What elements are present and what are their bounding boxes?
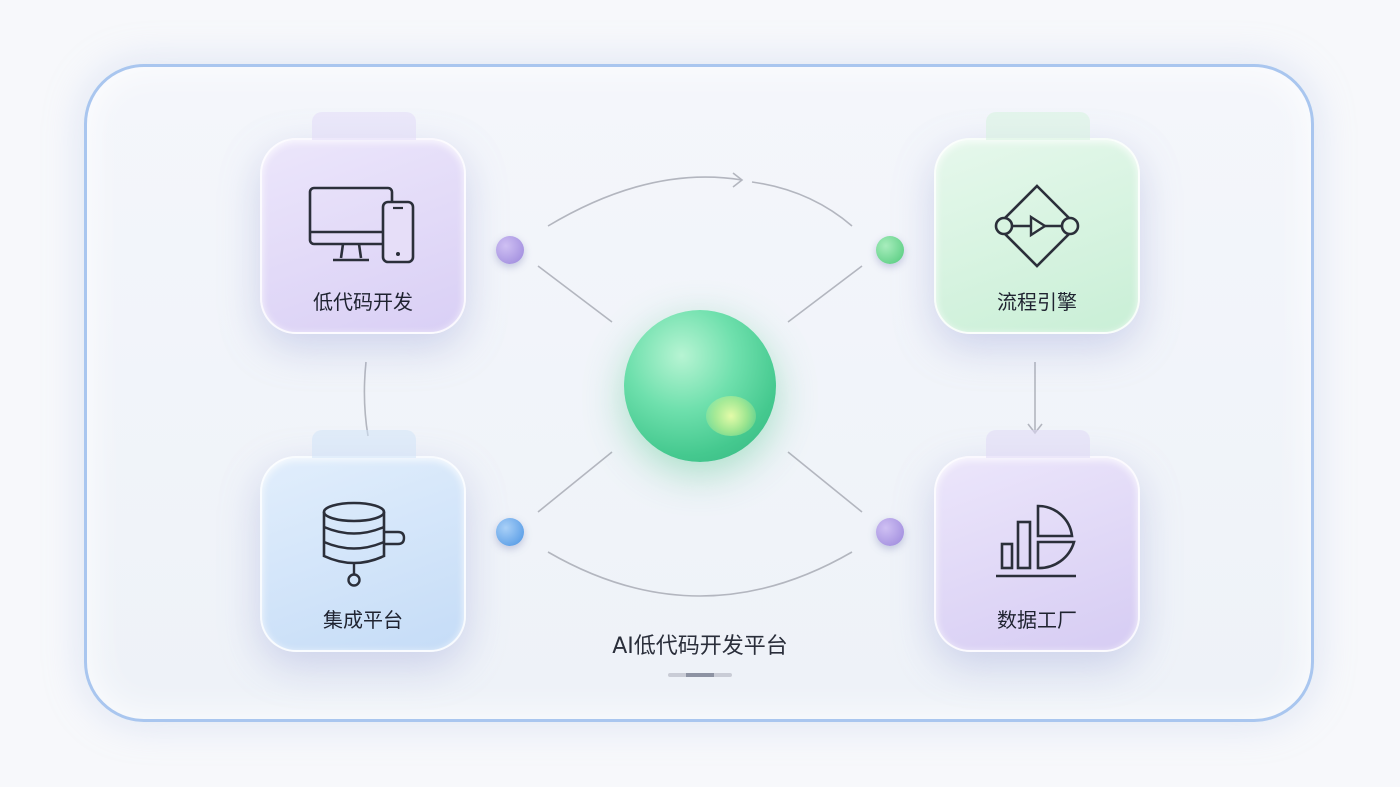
chart-icon xyxy=(994,498,1080,588)
port-dot-data-factory[interactable] xyxy=(876,518,904,546)
port-dot-workflow[interactable] xyxy=(876,236,904,264)
link-topright-orb xyxy=(787,265,863,323)
card-integration[interactable]: 集成平台 xyxy=(260,430,466,652)
orb-glint xyxy=(706,396,756,436)
database-icon xyxy=(318,498,408,594)
card-workflow[interactable]: 流程引擎 xyxy=(934,112,1140,334)
title-underline-accent xyxy=(686,673,714,677)
card-tab xyxy=(312,430,416,458)
card-label: 集成平台 xyxy=(323,608,403,632)
card-tab xyxy=(986,430,1090,458)
card-low-code[interactable]: 低代码开发 xyxy=(260,112,466,334)
card-tab xyxy=(986,112,1090,140)
card-label: 数据工厂 xyxy=(997,608,1077,632)
monitor-phone-icon xyxy=(307,182,419,268)
card-data-factory[interactable]: 数据工厂 xyxy=(934,430,1140,652)
top-arc-connector xyxy=(547,176,743,227)
left-vertical-connector xyxy=(363,361,369,437)
port-dot-low-code[interactable] xyxy=(496,236,524,264)
port-dot-integration[interactable] xyxy=(496,518,524,546)
bottom-arc-connector xyxy=(547,551,853,597)
link-topleft-orb xyxy=(537,265,613,323)
card-tab xyxy=(312,112,416,140)
platform-title: AI低代码开发平台 xyxy=(612,634,788,659)
card-label: 低代码开发 xyxy=(313,290,413,314)
link-bottomright-orb xyxy=(787,451,863,513)
green-orb-icon[interactable] xyxy=(624,310,776,462)
workflow-diamond-icon xyxy=(989,180,1085,280)
card-label: 流程引擎 xyxy=(997,290,1077,314)
link-bottomleft-orb xyxy=(537,451,613,513)
arrow-head xyxy=(732,172,744,188)
top-arc-connector-right xyxy=(751,181,853,227)
